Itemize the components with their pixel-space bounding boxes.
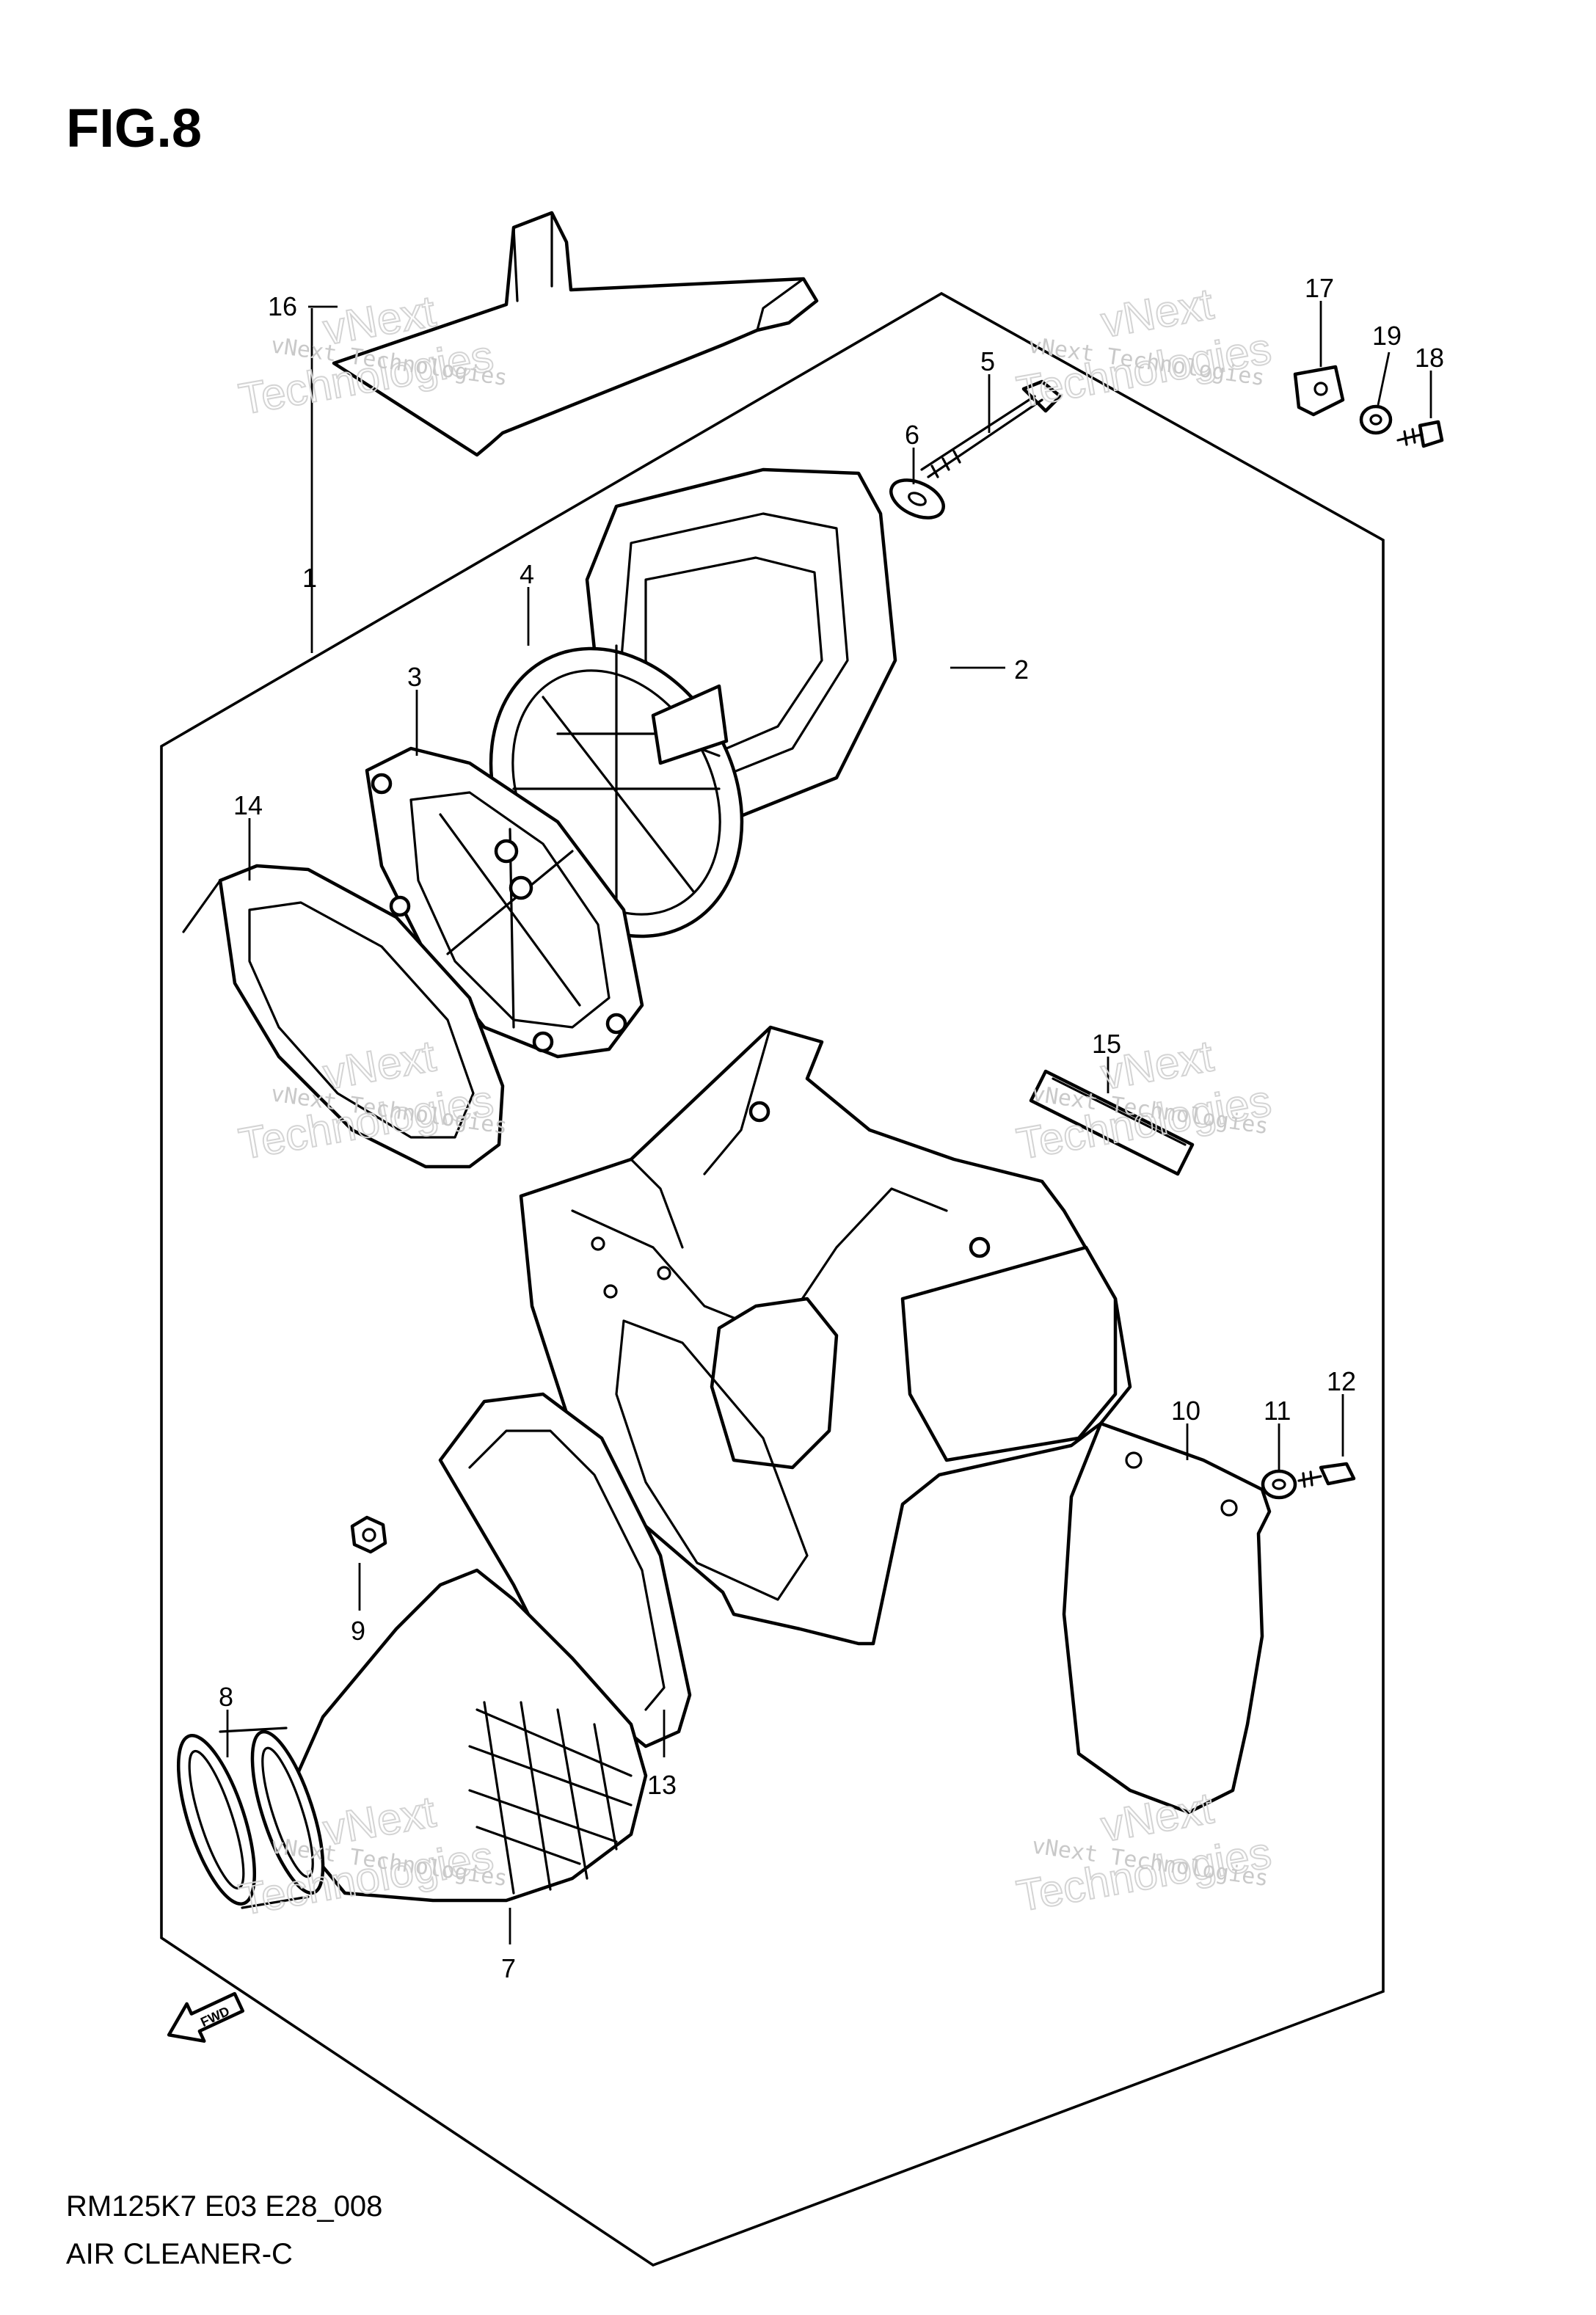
- callout-8: 8: [219, 1682, 233, 1712]
- leader-lines: [226, 301, 1432, 1944]
- part-9-nut: [350, 1515, 387, 1554]
- figure-title: FIG.8: [66, 98, 202, 158]
- callout-12: 12: [1327, 1366, 1356, 1396]
- section-title-label: AIR CLEANER-C: [66, 2238, 293, 2270]
- callout-numbers: 1 2 3 4 5 6 7 8 9 10 11 12 13 14 15 16 1…: [219, 273, 1444, 1983]
- part-15-foam-strip: [1029, 1069, 1195, 1176]
- callout-2: 2: [1014, 655, 1029, 685]
- callout-9: 9: [351, 1616, 365, 1646]
- callout-17: 17: [1305, 273, 1334, 303]
- part-6-washer: [889, 478, 945, 519]
- part-10-cover-plate: [1062, 1421, 1272, 1815]
- air-cleaner-case: [519, 1025, 1132, 1646]
- part-19-washer: [1359, 404, 1393, 435]
- part-11-washer: [1261, 1469, 1297, 1500]
- callout-15: 15: [1092, 1029, 1121, 1059]
- callout-4: 4: [520, 559, 534, 589]
- part-5-bolt: [920, 379, 1063, 478]
- callout-14: 14: [233, 790, 263, 820]
- model-code-label: RM125K7 E03 E28_008: [66, 2190, 382, 2223]
- assembly-frame: [160, 291, 1385, 2267]
- callout-3: 3: [407, 662, 422, 692]
- part-16-air-guide: [332, 211, 819, 457]
- callout-7: 7: [501, 1953, 516, 1983]
- part-12-screw: [1297, 1462, 1356, 1488]
- callout-13: 13: [647, 1770, 677, 1800]
- part-18-bolt: [1396, 420, 1444, 448]
- callout-5: 5: [980, 346, 995, 376]
- callout-19: 19: [1372, 321, 1402, 351]
- callout-10: 10: [1171, 1396, 1200, 1426]
- fwd-arrow-icon: FWD: [167, 1991, 245, 2043]
- part-7-outlet-tube: [291, 1568, 648, 1903]
- callout-16: 16: [268, 291, 297, 321]
- callout-6: 6: [905, 420, 919, 450]
- callout-18: 18: [1415, 343, 1444, 373]
- watermarks: vNext Technologies vNext Technologies vN…: [235, 278, 1276, 1925]
- callout-1: 1: [302, 563, 317, 593]
- callout-11: 11: [1264, 1396, 1291, 1426]
- part-14-seal: [182, 864, 505, 1169]
- part-17-clip-nut: [1293, 365, 1345, 417]
- part-8-boot-rings: [176, 1727, 325, 1909]
